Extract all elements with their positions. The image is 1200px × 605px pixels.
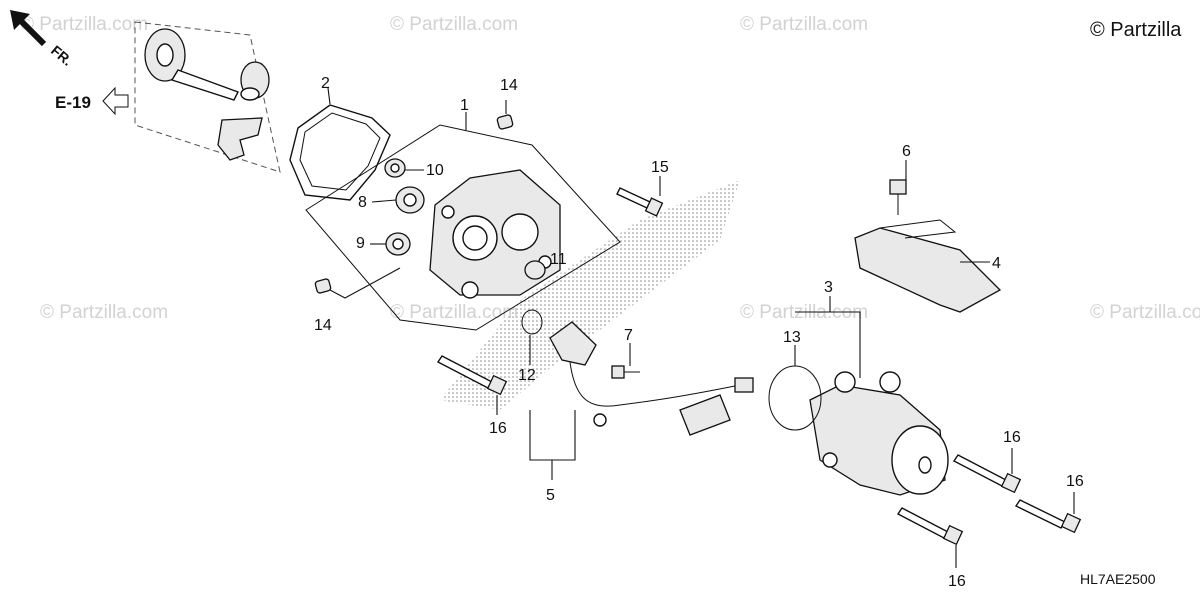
watermark: © Partzilla.com — [1090, 302, 1200, 323]
callout-1[interactable]: 1 — [460, 97, 469, 114]
assembly-outline — [134, 21, 281, 173]
callout-16-upper-right[interactable]: 16 — [1003, 429, 1021, 446]
section-ref-label[interactable]: E-19 — [55, 93, 91, 112]
watermark: © Partzilla.com — [390, 14, 518, 35]
collar-part — [524, 260, 546, 280]
gear-shaft-part — [144, 28, 270, 161]
watermark: © Partzilla.com — [20, 14, 148, 35]
callout-16-left[interactable]: 16 — [489, 420, 507, 437]
gasket-part — [289, 104, 391, 201]
arrow-fr-icon — [10, 10, 47, 47]
seal-part — [385, 232, 411, 256]
callout-14-lower[interactable]: 14 — [314, 317, 332, 334]
bolt-part — [616, 187, 664, 217]
dowel-pin-part — [496, 114, 514, 130]
arrow-ref-icon — [102, 86, 129, 116]
callout-8[interactable]: 8 — [358, 194, 367, 211]
callout-14-upper[interactable]: 14 — [500, 77, 518, 94]
bearing-part — [395, 186, 425, 214]
callout-3[interactable]: 3 — [824, 279, 833, 296]
sensor-harness-part — [549, 321, 754, 436]
callout-16-bottom[interactable]: 16 — [948, 573, 966, 590]
watermark: © Partzilla.com — [740, 14, 868, 35]
bolt-part — [1014, 499, 1082, 534]
callout-4[interactable]: 4 — [992, 255, 1001, 272]
motor-part — [809, 371, 949, 496]
bolt-part — [436, 355, 508, 396]
bolt-part — [896, 507, 964, 546]
callout-9[interactable]: 9 — [356, 235, 365, 252]
bolt-part — [611, 365, 640, 379]
callout-16-far-right[interactable]: 16 — [1066, 473, 1084, 490]
callout-12[interactable]: 12 — [518, 367, 536, 384]
callout-10[interactable]: 10 — [426, 162, 444, 179]
callout-6[interactable]: 6 — [902, 143, 911, 160]
dowel-pin-part — [314, 278, 332, 294]
oil-seal-part — [384, 158, 406, 178]
bolt-part — [952, 454, 1022, 494]
callout-2[interactable]: 2 — [321, 75, 330, 92]
housing-part — [429, 169, 561, 299]
diagram-code: HL7AE2500 — [1080, 571, 1156, 587]
direction-label: FR. — [48, 42, 76, 69]
shading-background — [440, 180, 740, 410]
bolt-part — [889, 179, 907, 215]
callout-5[interactable]: 5 — [546, 487, 555, 504]
o-ring-part — [521, 309, 543, 335]
watermark: © Partzilla.com — [390, 302, 518, 323]
corner-watermark: © Partzilla — [1090, 19, 1182, 41]
callout-11[interactable]: 11 — [550, 251, 567, 268]
callout-13[interactable]: 13 — [783, 329, 801, 346]
watermark: © Partzilla.com — [40, 302, 168, 323]
cover-part — [854, 219, 1002, 313]
callout-15[interactable]: 15 — [651, 159, 669, 176]
callout-7[interactable]: 7 — [624, 327, 633, 344]
